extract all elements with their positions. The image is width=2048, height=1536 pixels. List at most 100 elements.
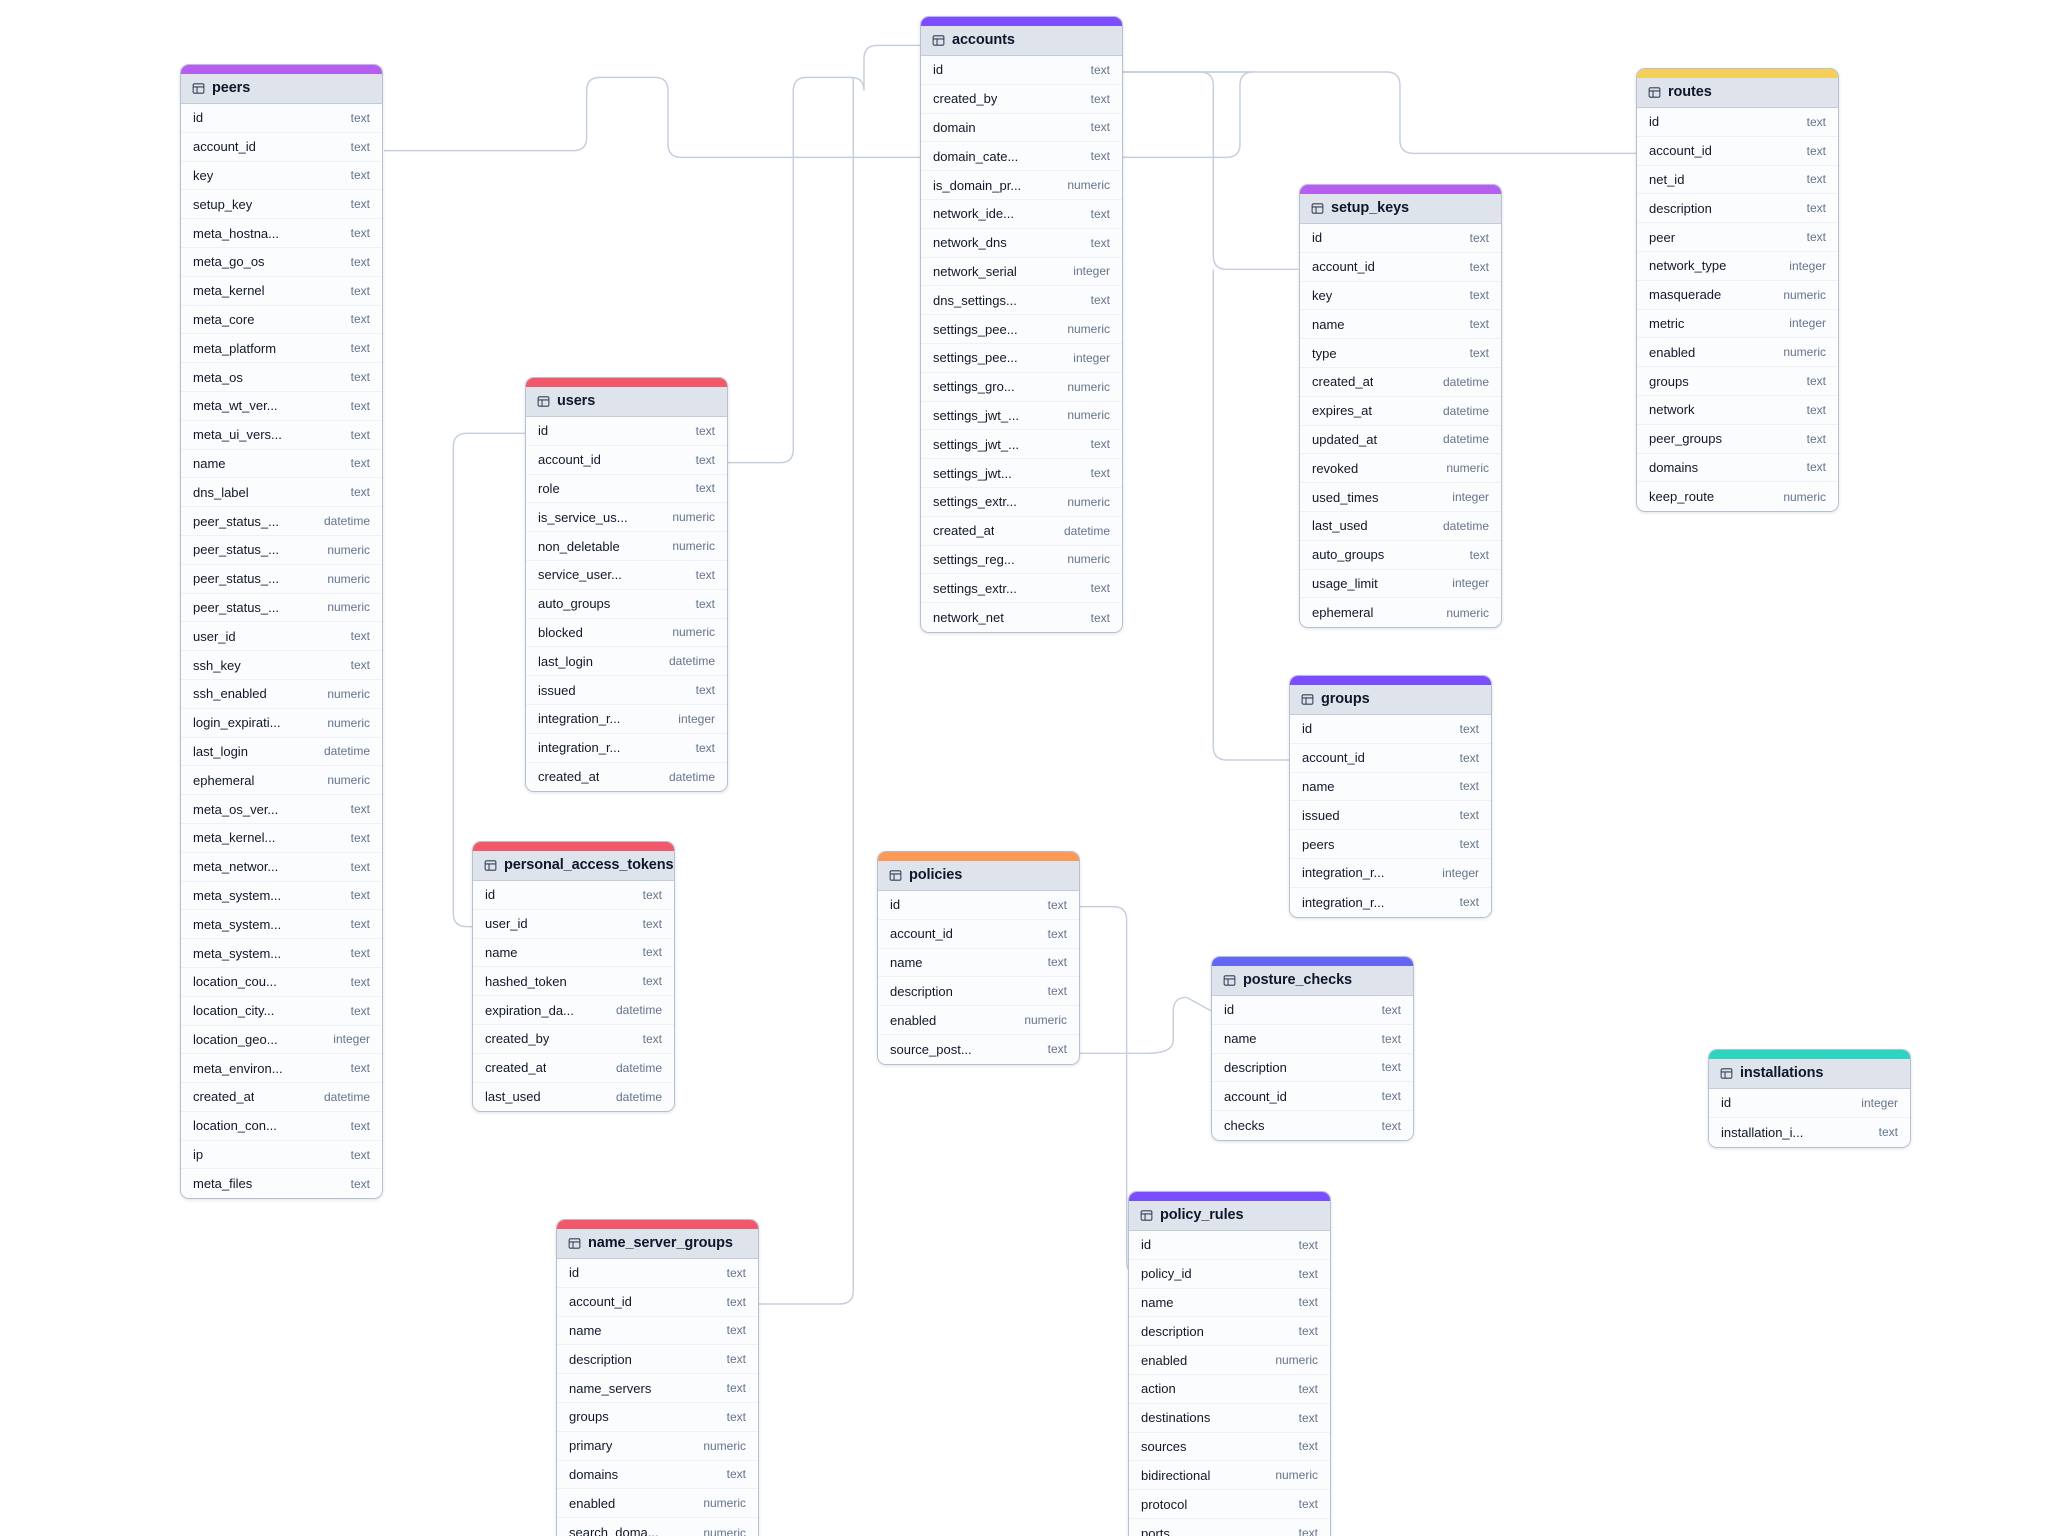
table-header[interactable]: setup_keys xyxy=(1300,194,1501,224)
field-row[interactable]: integration_r...integer xyxy=(1290,858,1491,888)
field-row[interactable]: settings_extr...text xyxy=(921,574,1122,604)
field-row[interactable]: login_expirati...numeric xyxy=(181,708,382,738)
field-row[interactable]: dns_settings...text xyxy=(921,286,1122,316)
table-header[interactable]: installations xyxy=(1709,1059,1910,1089)
field-row[interactable]: search_doma...numeric xyxy=(557,1518,758,1536)
field-row[interactable]: peer_status_...numeric xyxy=(181,564,382,594)
field-row[interactable]: settings_gro...numeric xyxy=(921,372,1122,402)
field-row[interactable]: meta_system...text xyxy=(181,881,382,911)
field-row[interactable]: meta_os_ver...text xyxy=(181,795,382,824)
field-row[interactable]: settings_extr...numeric xyxy=(921,487,1122,517)
table-header[interactable]: name_server_groups xyxy=(557,1229,758,1259)
field-row[interactable]: meta_system...text xyxy=(181,939,382,968)
table-header[interactable]: accounts xyxy=(921,26,1122,56)
field-row[interactable]: settings_jwt_...numeric xyxy=(921,401,1122,431)
table-header[interactable]: peers xyxy=(181,74,382,104)
field-row[interactable]: meta_kernel...text xyxy=(181,823,382,853)
field-row[interactable]: location_geo...integer xyxy=(181,1025,382,1055)
field-row[interactable]: integration_r...text xyxy=(1290,887,1491,917)
field-row[interactable]: is_domain_pr...numeric xyxy=(921,171,1122,200)
field-row[interactable]: peer_status_...datetime xyxy=(181,507,382,536)
field-row[interactable]: meta_system...text xyxy=(181,910,382,940)
field-row[interactable]: network_ide...text xyxy=(921,199,1122,229)
table-header[interactable]: groups xyxy=(1290,685,1491,715)
field-row[interactable]: settings_pee...integer xyxy=(921,343,1122,373)
field-row[interactable]: settings_jwt_...text xyxy=(921,430,1122,460)
table-header[interactable]: personal_access_tokens xyxy=(473,851,674,881)
field-row[interactable]: meta_environ...text xyxy=(181,1054,382,1084)
field-row[interactable]: peer_status_...numeric xyxy=(181,535,382,565)
field-row[interactable]: domain_cate...text xyxy=(921,142,1122,172)
